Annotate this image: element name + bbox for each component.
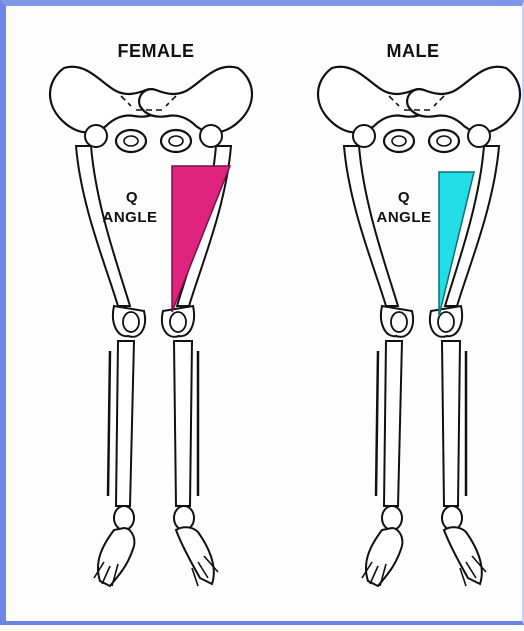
female-q-label: Q bbox=[126, 189, 138, 206]
female-q-angle-wedge bbox=[172, 166, 230, 312]
female-diagram: FEMALE Q ANGLE bbox=[50, 41, 252, 586]
female-title: FEMALE bbox=[118, 41, 195, 61]
q-angle-diagram: FEMALE Q ANGLE MALE Q ANGLE bbox=[6, 6, 524, 631]
male-diagram: MALE Q ANGLE bbox=[318, 41, 520, 586]
male-angle-label: ANGLE bbox=[377, 209, 432, 226]
male-title: MALE bbox=[387, 41, 440, 61]
female-angle-label: ANGLE bbox=[103, 209, 158, 226]
male-q-label: Q bbox=[398, 189, 410, 206]
